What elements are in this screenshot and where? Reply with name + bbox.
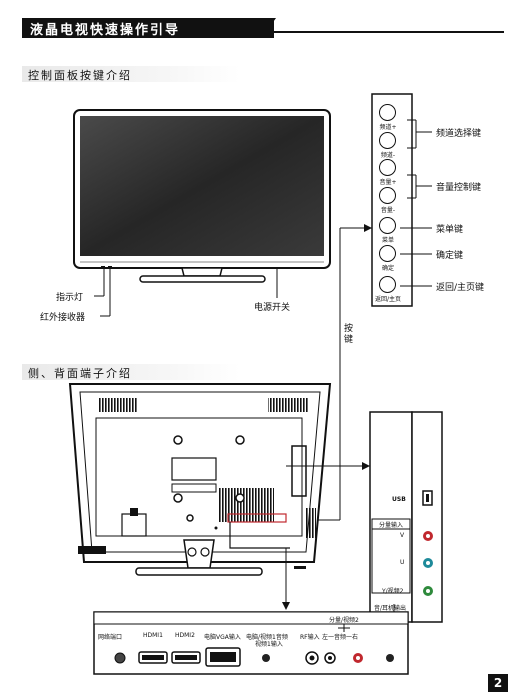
ok-caption: 确定 [381,265,394,272]
channel-up-caption: 频道+ [379,124,397,131]
page-number: 2 [488,674,508,692]
network-port-label: 网络端口 [98,634,123,641]
section2-bar [22,364,240,380]
callout-menu: 菜单键 [436,225,464,235]
component-in-label: 分量输入 [379,522,404,529]
y-video2-label: Y/视频2 [382,588,404,595]
hdmi2-label: HDMI2 [175,632,195,639]
callout-volume-control: 音量控制键 [436,183,482,193]
page-title: 液晶电视快速操作引导 [30,23,181,38]
indicator-light-label: 指示灯 [56,293,84,303]
audio-lr-label: 左一音频一右 [322,634,359,641]
header-banner [22,18,274,38]
header-rule [274,31,504,33]
section2-title: 侧、背面端子介绍 [28,367,132,380]
audio-out-label: 音/耳机输出 [374,605,407,612]
channel-down-button[interactable] [379,132,396,149]
channel-up-button[interactable] [379,104,396,121]
volume-down-button[interactable] [379,187,396,204]
pc-audio-label: 电脑/视频1音频 [246,634,288,641]
power-switch-label: 电源开关 [254,303,291,313]
return-home-caption: 返回/主页 [374,296,402,303]
usb-label: USB [392,496,406,503]
rf-input-label: RF输入 [300,634,320,641]
header-slant [262,18,276,38]
section1-title: 控制面板按键介绍 [28,69,132,82]
side-terminal-panel [369,411,443,623]
callout-return-home: 返回/主页键 [436,283,485,293]
video1-in-label: 视频1输入 [255,641,283,648]
volume-down-caption: 音量- [380,207,396,214]
callout-ok: 确定键 [436,251,464,261]
component-video2-label: 分量/视频2 [329,617,359,624]
bottom-terminal-panel [93,611,409,675]
volume-up-caption: 音量+ [379,179,397,186]
v-label: V [400,532,405,539]
callout-channel-select: 频道选择键 [436,129,482,139]
button-connector-label: 按键 [344,324,354,345]
ok-button[interactable] [379,245,396,262]
channel-down-caption: 频道- [380,152,396,159]
volume-up-button[interactable] [379,159,396,176]
hdmi1-label: HDMI1 [143,632,163,639]
tv-front [73,109,331,317]
vga-label: 电脑VGA输入 [204,634,241,641]
u-label: U [400,559,405,566]
menu-caption: 菜单 [381,237,394,244]
ir-receiver-label: 红外接收器 [40,313,86,323]
section1-bar [22,66,240,82]
tv-back [68,383,370,610]
return-home-button[interactable] [379,276,396,293]
menu-button[interactable] [379,217,396,234]
